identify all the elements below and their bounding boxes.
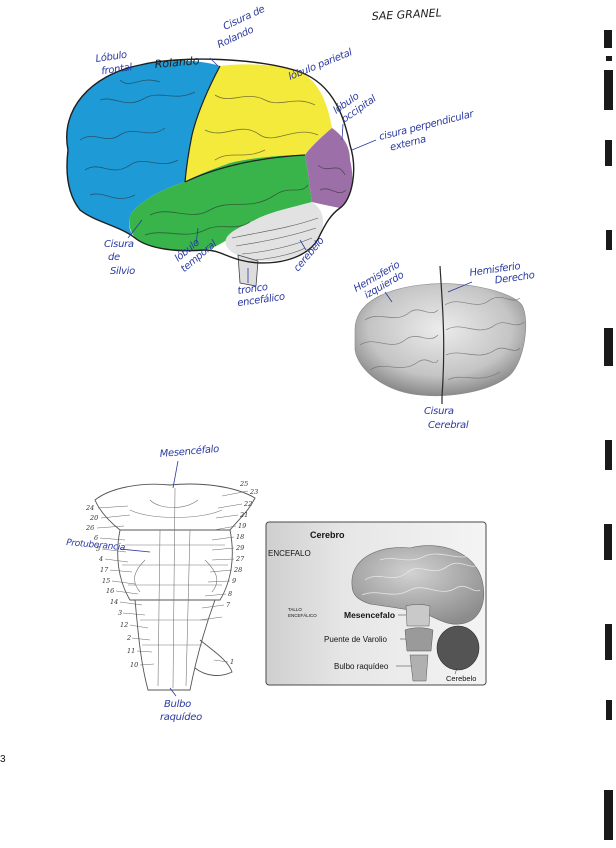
printed-label-mesencefalo: Mesencefalo [344,610,395,620]
superior-brain-shape [355,284,526,396]
number-label: 29 [235,544,244,552]
printed-label-puente: Puente de Varolio [324,635,388,644]
printed-label-encefalo: ENCEFALO [268,549,311,558]
number-label: 15 [102,577,110,585]
printed-cerebellum [437,626,479,670]
printed-pons-segment [405,628,433,651]
number-label: 1 [230,658,234,666]
printed-medulla-segment [410,655,428,681]
number-label: 14 [110,598,118,606]
scan-artifact [604,70,613,110]
scan-artifact [605,624,612,660]
printed-label-cerebro: Cerebro [310,530,345,540]
number-label: 8 [228,590,232,598]
number-label: 19 [238,522,246,530]
number-label: 9 [232,577,236,585]
number-label: 27 [235,555,245,563]
scan-artifact [606,230,612,250]
scan-artifact [604,30,612,48]
scan-artifact [606,56,612,61]
number-label: 4 [98,555,103,563]
number-label: 20 [89,514,98,522]
margin-page-mark: 3 [0,754,6,765]
scan-artifact [606,700,612,720]
number-label: 23 [249,488,258,496]
scan-artifact [605,140,612,166]
number-label: 10 [130,661,138,669]
number-label: 24 [85,504,94,512]
number-label: 11 [127,647,135,655]
scan-artifact [604,790,613,840]
number-label: 2 [126,634,131,642]
number-label: 12 [120,621,128,629]
number-label: 18 [236,533,244,541]
number-label: 22 [243,500,252,508]
number-label: 21 [239,511,248,519]
number-label: 25 [239,480,248,488]
number-label: 16 [106,587,114,595]
number-label: 3 [118,609,122,617]
printed-encephalon-diagram: Cerebro ENCEFALO TALLO ENCEFÁLICO Mesenc… [266,522,486,685]
printed-label-bulbo: Bulbo raquídeo [334,662,389,671]
number-label: 28 [233,566,242,574]
number-label: 26 [85,524,94,532]
scan-artifact [604,524,612,560]
scan-artifact [604,328,613,366]
number-label: 17 [100,566,109,574]
printed-midbrain-segment [406,605,430,627]
printed-label-cerebelo: Cerebelo [446,674,476,683]
scan-artifact [605,440,612,470]
